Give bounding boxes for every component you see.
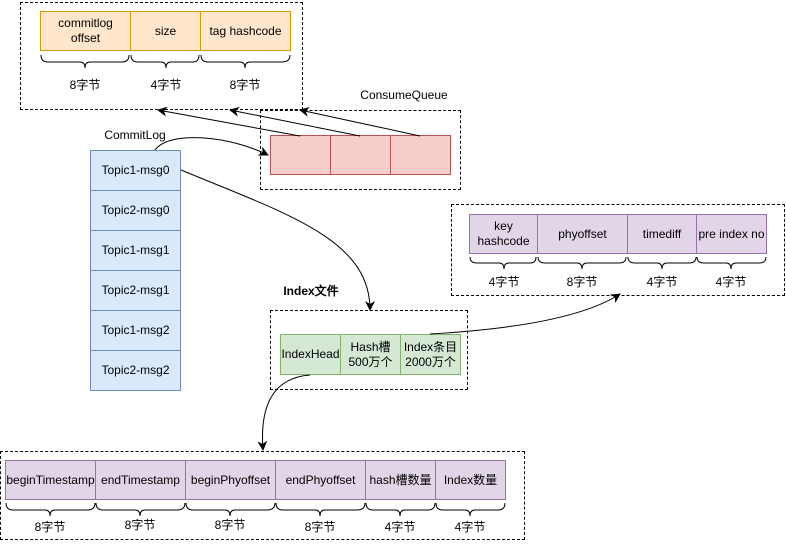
index-head-label: beginTimestamp (6, 472, 95, 487)
commit-log-message: Topic1-msg2 (90, 310, 181, 351)
commit-log-message: Topic2-msg1 (90, 270, 181, 311)
consume-queue-slot (390, 135, 451, 175)
index-file-title: Index文件 (283, 284, 339, 298)
index-head-label: endPhyoffset (285, 472, 356, 487)
commit-log-message-label: Topic1-msg1 (101, 243, 170, 257)
size-brace (435, 502, 506, 517)
index-entry-key-hashcode: key hashcode (469, 214, 538, 254)
index-head-index-count: Index数量 (435, 460, 506, 500)
index-head-end-phyoffset: endPhyoffset (275, 460, 366, 500)
size-brace (95, 502, 186, 517)
size-brace (185, 502, 276, 517)
unit-field-tag-hashcode: tag hashcode (200, 11, 291, 51)
size-brace (537, 256, 627, 270)
commit-log-message-label: Topic1-msg0 (101, 163, 170, 177)
index-file-head: IndexHead (280, 334, 341, 375)
commit-log-message-label: Topic1-msg2 (101, 323, 170, 337)
index-head-begin-phyoffset: beginPhyoffset (185, 460, 276, 500)
index-entry-size-label: 8字节 (566, 275, 598, 289)
index-entry-pre-index-no: pre index no (696, 214, 767, 254)
commit-log-message: Topic2-msg0 (90, 190, 181, 231)
commit-log-title: CommitLog (104, 128, 166, 142)
index-file-label: IndexHead (281, 347, 340, 361)
index-head-size-label: 4字节 (384, 520, 416, 534)
index-entry-size-label: 4字节 (646, 275, 678, 289)
index-head-size-label: 8字节 (214, 518, 246, 532)
unit-field-label: commitlog offset (58, 16, 113, 45)
unit-field-label: size (154, 23, 177, 38)
size-brace (200, 54, 291, 69)
index-head-size-label: 8字节 (34, 520, 66, 534)
index-entry-size-label: 4字节 (715, 275, 747, 289)
index-file-hash-slots: Hash槽 500万个 (340, 334, 401, 375)
unit-size-label: 4字节 (150, 78, 182, 92)
index-head-size-label: 8字节 (304, 520, 336, 534)
index-head-label: endTimestamp (101, 472, 180, 487)
index-entry-timediff: timediff (627, 214, 697, 254)
queue-to-unit-arrow (157, 106, 301, 137)
commitlog-to-index-arrow (180, 169, 375, 311)
unit-field-label: tag hashcode (209, 23, 282, 38)
index-head-hash-slot-count: hash槽数量 (365, 460, 436, 500)
size-brace (696, 256, 767, 270)
size-brace (130, 54, 200, 69)
queue-to-unit-arrow (299, 107, 421, 137)
size-brace (5, 502, 96, 517)
index-head-begin-timestamp: beginTimestamp (5, 460, 96, 500)
index-file-label: Hash槽 500万个 (348, 339, 393, 369)
index-head-label: beginPhyoffset (190, 472, 271, 487)
index-entry-label: key hashcode (477, 219, 530, 248)
commit-log-message: Topic1-msg1 (90, 230, 181, 271)
commit-log-message-label: Topic2-msg1 (101, 283, 170, 297)
commitlog-to-queue-arrow (154, 137, 269, 156)
unit-size-label: 8字节 (229, 78, 261, 92)
index-entry-label: timediff (642, 226, 682, 241)
commit-log-message: Topic2-msg2 (90, 350, 181, 391)
commit-log-message-label: Topic2-msg0 (101, 203, 170, 217)
size-brace (627, 256, 697, 270)
index-head-size-label: 4字节 (454, 520, 486, 534)
size-brace (469, 256, 537, 270)
index-entry-size-label: 4字节 (488, 275, 520, 289)
index-file-index-entries: Index条目 2000万个 (400, 334, 461, 375)
index-file-label: Index条目 2000万个 (403, 339, 458, 369)
index-entry-label: phyoffset (558, 226, 607, 241)
index-head-size-label: 8字节 (124, 518, 156, 532)
queue-to-unit-arrow (229, 106, 361, 137)
unit-size-label: 8字节 (69, 78, 101, 92)
index-head-container (0, 451, 525, 540)
index-head-label: hash槽数量 (369, 472, 432, 487)
indexhead-to-detail-arrow (257, 374, 311, 451)
unit-field-size: size (130, 11, 201, 51)
index-head-label: Index数量 (443, 472, 498, 487)
commit-log-message: Topic1-msg0 (90, 150, 181, 191)
commit-log-message-label: Topic2-msg2 (101, 363, 170, 377)
consume-queue-title: ConsumeQueue (360, 88, 448, 102)
index-entry-label: pre index no (698, 226, 765, 241)
size-brace (40, 54, 130, 69)
index-entries-to-detail-arrow (429, 293, 621, 335)
size-brace (275, 502, 366, 517)
size-brace (365, 502, 436, 517)
